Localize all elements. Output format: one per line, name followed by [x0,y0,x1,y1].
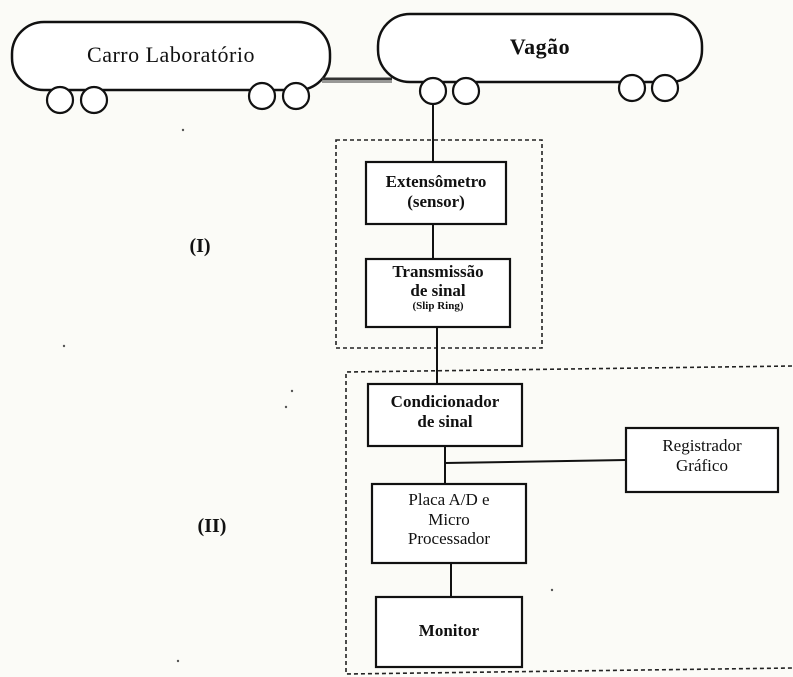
wheel [249,83,275,109]
recorder-line-1: Registrador [626,436,778,456]
wheel [420,78,446,104]
transmission-line-2: de sinal [366,282,510,301]
wheel [81,87,107,113]
transmission-line-1: Transmissão [366,263,510,282]
recorder-line-2: Gráfico [626,456,778,476]
transmission-line-3: (Slip Ring) [366,300,510,312]
scan-speck [551,589,553,591]
monitor-label: Monitor [376,621,522,641]
wheel [47,87,73,113]
group-i-label: (I) [170,234,230,258]
adc-label: Placa A/D e Micro Processador [372,490,526,549]
carro-laboratorio-label: Carro Laboratório [30,42,312,68]
wheel [652,75,678,101]
adc-line-3: Processador [372,529,526,549]
adc-line-2: Micro [372,510,526,530]
sensor-label: Extensômetro (sensor) [366,172,506,213]
scan-speck [63,345,65,347]
vagao-label: Vagão [440,34,640,60]
wheel [283,83,309,109]
scan-speck [177,660,179,662]
wheel [453,78,479,104]
connector-to-recorder [445,460,626,463]
recorder-label: Registrador Gráfico [626,436,778,477]
scan-speck [182,129,184,131]
transmission-label: Transmissão de sinal (Slip Ring) [366,263,510,312]
conditioner-line-2: de sinal [368,412,522,432]
sensor-line-2: (sensor) [366,192,506,212]
scan-speck [285,406,287,408]
wheel [619,75,645,101]
sensor-line-1: Extensômetro [366,172,506,192]
conditioner-label: Condicionador de sinal [368,392,522,433]
conditioner-line-1: Condicionador [368,392,522,412]
group-ii-label: (II) [182,514,242,538]
adc-line-1: Placa A/D e [372,490,526,510]
scan-speck [291,390,293,392]
